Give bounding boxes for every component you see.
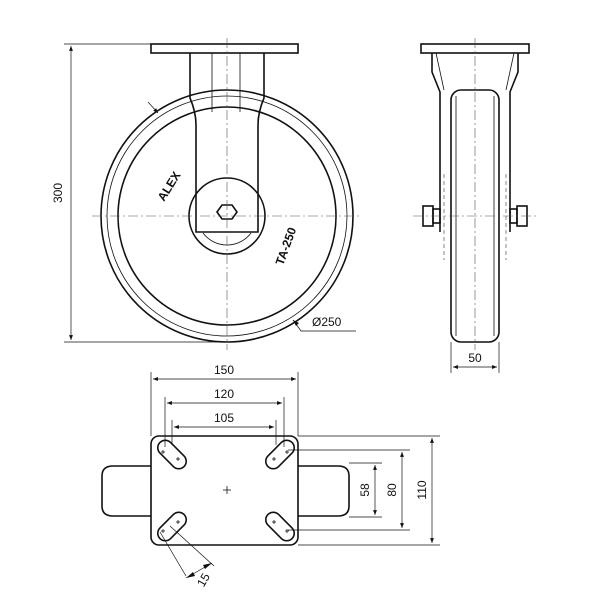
- tread-leader: [147, 101, 159, 114]
- top-wheel-right: [298, 465, 350, 517]
- hole-spacing-outer-dim-label: 120: [214, 387, 234, 401]
- top-view: 150 120 105 110 80 58 15: [101, 363, 440, 589]
- hole-spacing-depth-outer-dim-label: 80: [385, 483, 399, 497]
- plate-depth-dim-label: 110: [415, 480, 429, 499]
- mounting-plate: [150, 435, 299, 546]
- slot-bottom-right: [264, 511, 296, 542]
- top-wheel-left: [101, 465, 151, 517]
- side-fork-left: [431, 53, 441, 232]
- slot-width-dim-label: 15: [194, 570, 213, 589]
- hole-spacing-depth-inner-dim-label: 58: [358, 483, 372, 497]
- model-label: TA-250: [273, 225, 300, 267]
- slot-top-right: [264, 439, 296, 470]
- side-view: 50: [413, 38, 537, 373]
- side-fork-right: [509, 53, 519, 232]
- front-view: ALEX TA-250 300 Ø250: [51, 38, 362, 350]
- top-plate: [150, 43, 299, 54]
- slot-top-left: [156, 439, 188, 470]
- axle-nut: [216, 204, 238, 220]
- plate-width-dim-label: 150: [214, 363, 234, 377]
- width-dim-label: 50: [468, 351, 482, 365]
- diameter-dim-label: Ø250: [312, 315, 342, 329]
- hole-spacing-inner-dim-label: 105: [214, 411, 234, 425]
- height-dim-label: 300: [51, 183, 65, 203]
- slot-bottom-left: [156, 511, 188, 542]
- brand-label: ALEX: [155, 169, 184, 204]
